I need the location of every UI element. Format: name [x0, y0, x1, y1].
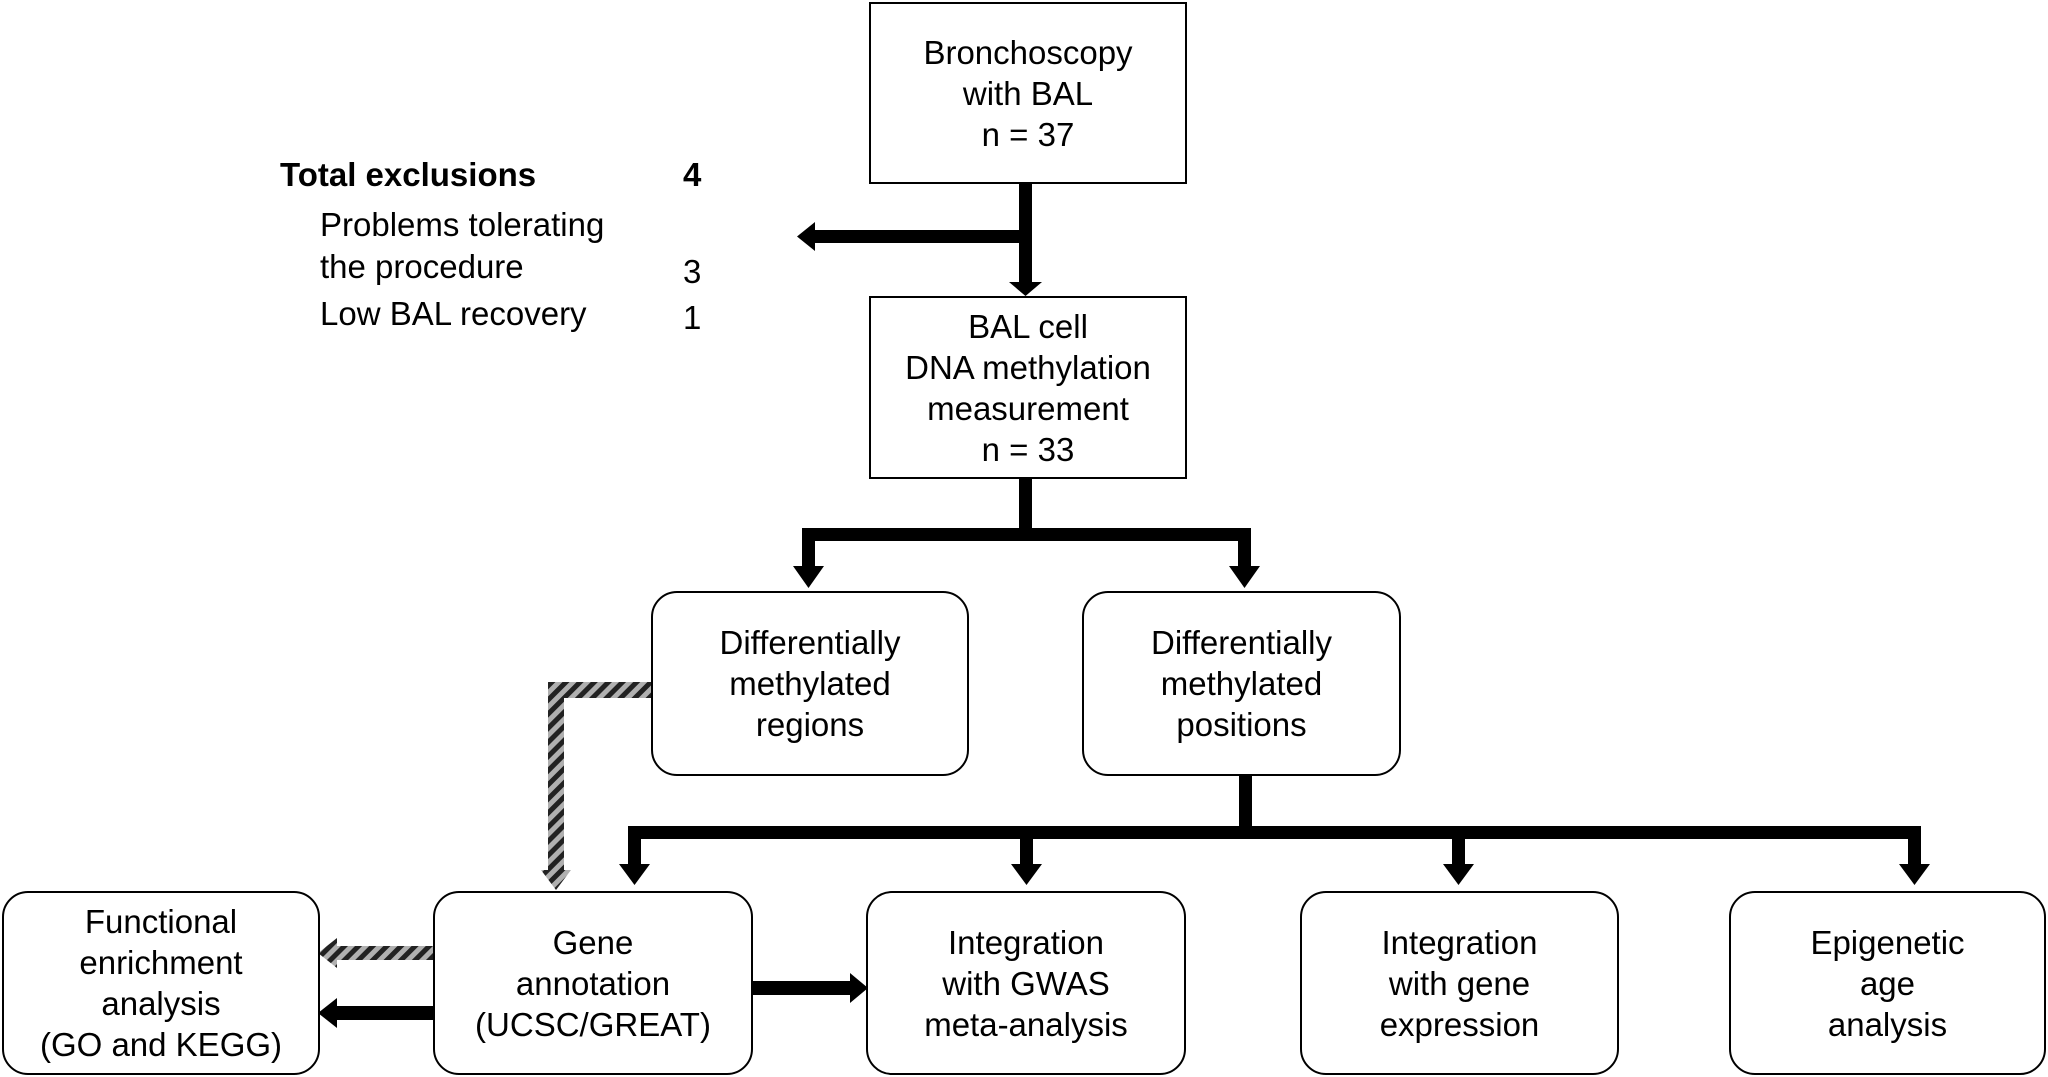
node-functional-enrichment: Functional enrichment analysis (GO and K… [2, 891, 320, 1075]
exclusion-item-label-line1: Problems tolerating [320, 206, 605, 243]
exclusions-total: 4 [683, 156, 702, 193]
exclusion-item-label-line1: Low BAL recovery [320, 295, 587, 332]
node-bronchoscopy-label: Bronchoscopy with BAL n = 37 [923, 33, 1133, 153]
connector-annotation-to-enrichment-hatched [318, 938, 434, 968]
connector-annotation-to-gwas [751, 973, 868, 1003]
node-gwas-label: Integration with GWAS meta-analysis [924, 923, 1128, 1043]
node-epigenetic-age: Epigenetic age analysis [1729, 891, 2046, 1075]
node-gene-annotation-label: Gene annotation (UCSC/GREAT) [475, 923, 711, 1043]
node-functional-enrichment-label: Functional enrichment analysis (GO and K… [39, 903, 283, 1063]
node-gene-expression-label: Integration with gene expression [1379, 923, 1540, 1043]
node-gene-annotation: Gene annotation (UCSC/GREAT) [433, 891, 753, 1075]
node-dmr-label: Differentially methylated regions [719, 624, 901, 743]
connector-methylation-split [793, 478, 1260, 588]
node-dmp-label: Differentially methylated positions [1151, 624, 1332, 743]
connector-exclusions-arrow [797, 222, 1032, 251]
node-epigenetic-age-label: Epigenetic age analysis [1810, 923, 1965, 1043]
node-gene-expression: Integration with gene expression [1300, 891, 1619, 1075]
node-bronchoscopy: Bronchoscopy with BAL n = 37 [869, 2, 1187, 184]
node-dmr: Differentially methylated regions [651, 591, 969, 776]
connector-dmp-split [619, 775, 1930, 885]
exclusion-item-label-line2: the procedure [320, 248, 524, 285]
exclusion-item-count: 3 [683, 253, 702, 290]
node-gwas: Integration with GWAS meta-analysis [866, 891, 1186, 1075]
exclusions-title: Total exclusions [280, 156, 537, 193]
node-dna-methylation-label: BAL cell DNA methylation measurement n =… [905, 307, 1151, 468]
node-dmp: Differentially methylated positions [1082, 591, 1401, 776]
connector-annotation-to-enrichment [318, 998, 434, 1028]
connector-dmr-to-annotation-hatched [541, 682, 652, 890]
exclusion-item-count: 1 [683, 299, 702, 336]
node-dna-methylation: BAL cell DNA methylation measurement n =… [869, 296, 1187, 479]
